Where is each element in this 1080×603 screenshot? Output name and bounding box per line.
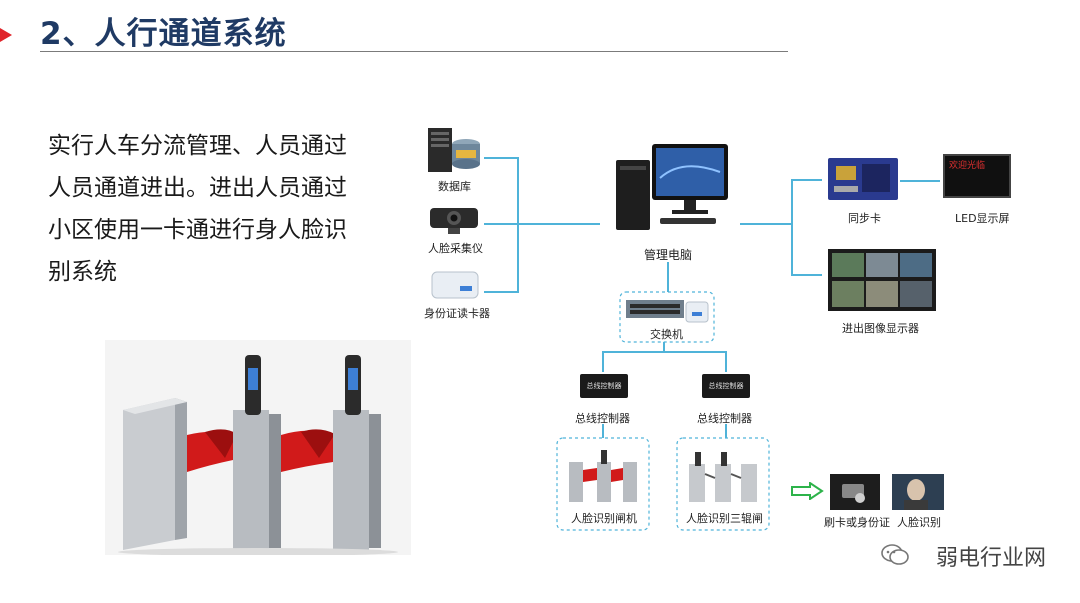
sync-card-label: 同步卡 [848,212,881,225]
bus-controller-1-icon: 总线控制器 [580,374,628,398]
id-reader-label: 身份证读卡器 [424,307,490,320]
bus-controller-1-label: 总线控制器 [575,412,630,425]
description-line-1: 实行人车分流管理、人员通过 [48,133,347,159]
card-swipe-icon [830,474,880,510]
face-gate-label: 人脸识别闸机 [571,512,637,525]
face-recognition-icon [892,474,944,510]
face-capture-label: 人脸采集仪 [428,242,483,255]
bus-controller-1-plate: 总线控制器 [586,382,622,390]
wechat-icon [881,544,909,565]
bus-controller-2-plate: 总线控制器 [708,382,744,390]
led-screen-label: LED显示屏 [955,212,1010,225]
sync-card-icon [828,158,898,200]
description-text: 实行人车分流管理、人员通过 人员通道进出。进出人员通过 小区使用一卡通进行身人脸… [48,125,398,293]
database-icon [428,128,480,172]
computer-icon [616,144,728,230]
card-or-id-label: 刷卡或身份证 [824,516,890,529]
led-screen-icon: 欢迎光临 [943,154,1011,198]
database-label: 数据库 [438,180,471,193]
turnstile-illustration [105,340,411,555]
description-line-3: 小区使用一卡通进行身人脸识 [48,217,347,243]
switch-label: 交换机 [650,328,683,341]
bus-controller-2-icon: 总线控制器 [702,374,750,398]
page-title: 2、人行通道系统 [40,16,287,52]
arrow-right-icon [791,482,824,500]
bus-controller-2-label: 总线控制器 [697,412,752,425]
face-gate-icon [569,450,637,502]
face-recognition-label: 人脸识别 [897,516,941,529]
card-reader-icon [431,271,479,299]
switch-icon [626,300,709,323]
tripod-gate-label: 人脸识别三辊闸 [686,512,763,525]
title-arrow-icon [0,28,12,42]
camera-icon [430,208,478,234]
description-line-2: 人员通道进出。进出人员通过 [48,175,347,201]
watermark-text: 弱电行业网 [935,546,1046,571]
tripod-gate-icon [689,452,757,502]
monitor-icon [828,249,936,311]
description-line-4: 别系统 [48,259,117,285]
led-screen-text: 欢迎光临 [949,161,986,171]
management-pc-label: 管理电脑 [644,248,693,262]
title-divider [40,51,788,52]
image-display-label: 进出图像显示器 [842,322,919,335]
